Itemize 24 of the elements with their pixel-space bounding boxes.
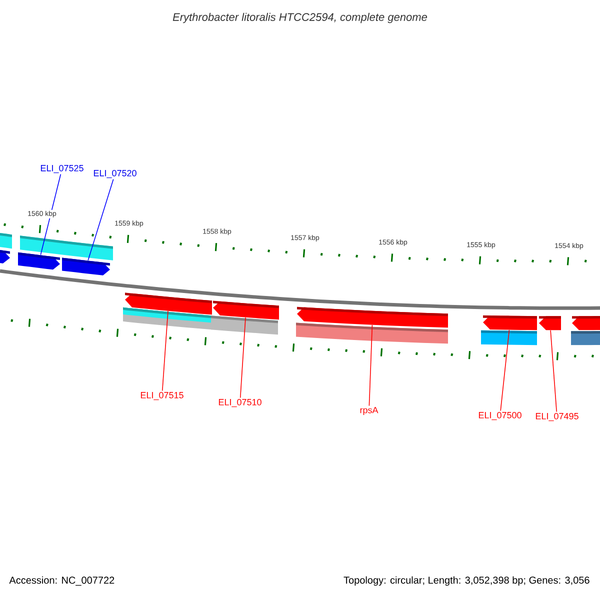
leader-line bbox=[500, 330, 510, 412]
leader-line bbox=[240, 317, 246, 398]
gene-block bbox=[18, 252, 60, 270]
accession-text: Accession: NC_007722 bbox=[9, 576, 114, 586]
gene-block bbox=[483, 315, 537, 330]
title: Erythrobacter litoralis HTCC2594, complete genome bbox=[172, 12, 428, 24]
gene-label: ELI_07520 bbox=[94, 170, 136, 178]
gene-block bbox=[297, 306, 448, 328]
leader-line bbox=[162, 310, 168, 392]
leader-line bbox=[550, 330, 558, 412]
gene-block bbox=[125, 292, 212, 315]
leader-line bbox=[40, 174, 62, 256]
gene-label: rpsA bbox=[360, 406, 378, 416]
gene-label: ELI_07510 bbox=[218, 398, 262, 408]
gene-label: ELI_07500 bbox=[478, 412, 522, 420]
gene-block bbox=[539, 316, 561, 330]
gene-block bbox=[62, 258, 110, 276]
gene-label: ELI_07515 bbox=[140, 392, 184, 400]
leader-line bbox=[368, 324, 373, 406]
leader-line bbox=[88, 178, 114, 261]
gene-block bbox=[213, 300, 279, 320]
gene-label: ELI_07525 bbox=[40, 164, 84, 174]
genome-info-text: Topology: circular; Length: 3,052,398 bp; Genes: 3,056 bbox=[344, 576, 590, 586]
gene-label: ELI_07495 bbox=[536, 412, 578, 422]
